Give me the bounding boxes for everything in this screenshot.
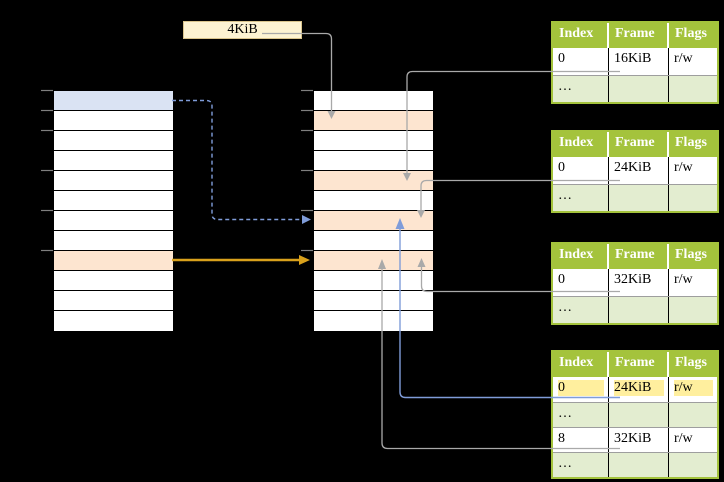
table-cell: 24KiB	[609, 377, 669, 402]
table-cell: 8	[553, 428, 609, 452]
header-cell: Index	[553, 352, 609, 377]
highlighted-value: 24KiB	[614, 380, 664, 396]
frame-table-row: …	[553, 296, 717, 323]
header-cell: Flags	[675, 355, 707, 370]
table-cell: …	[553, 403, 609, 427]
frame-table-row: …	[553, 402, 717, 427]
table-cell	[669, 297, 717, 323]
page-table-entry-white	[314, 191, 433, 211]
table-cell: 0	[553, 157, 609, 184]
table-cell	[609, 76, 669, 102]
frame-table-row: …	[553, 452, 717, 477]
frame-table-row: …	[553, 184, 717, 211]
page-size-label: 4KiB	[183, 21, 302, 39]
table-cell: 16KiB	[609, 48, 669, 75]
page-table-entry-white	[314, 291, 433, 311]
page-table-entry-white	[54, 291, 173, 311]
connector-dashed-blue-arrow	[172, 99, 311, 224]
frame-table-row: 0 24KiB r/w	[553, 377, 717, 402]
page-table-entry-white	[54, 111, 173, 131]
table-cell: r/w	[669, 377, 717, 402]
table-cell: 0	[553, 269, 609, 296]
page-table-entry-orange	[314, 211, 433, 231]
page-table-entry-orange	[314, 111, 433, 131]
table-cell	[609, 403, 669, 427]
table-cell: r/w	[674, 272, 693, 287]
header-cell: Flags	[675, 135, 707, 150]
header-cell: Index	[553, 23, 609, 48]
table-cell	[669, 76, 717, 102]
table-cell	[669, 185, 717, 211]
table-cell	[669, 403, 717, 427]
table-cell	[669, 453, 717, 477]
page-table-entry-white	[54, 271, 173, 291]
page-table-entry-orange	[314, 171, 433, 191]
connector-orange-arrow	[172, 255, 310, 265]
header-cell: Frame	[609, 352, 669, 377]
table-cell: 32KiB	[609, 269, 669, 296]
table-cell: r/w	[674, 160, 693, 175]
page-table-entry-white	[314, 271, 433, 291]
table-cell: …	[553, 297, 609, 323]
page-table-entry-orange	[314, 251, 433, 271]
page-table-entry-white	[54, 211, 173, 231]
table-cell	[609, 297, 669, 323]
highlighted-value: r/w	[674, 380, 713, 396]
page-table-entry-white	[314, 231, 433, 251]
table-cell: …	[553, 76, 609, 102]
table-cell: …	[553, 185, 609, 211]
table-cell: …	[553, 453, 609, 477]
page-table-entry-white	[54, 191, 173, 211]
page-table-level2-column	[53, 90, 174, 332]
table-cell: r/w	[674, 431, 693, 446]
table-cell: 0	[553, 48, 609, 75]
header-cell: Flags	[675, 247, 707, 262]
page-table-entry-white	[54, 151, 173, 171]
table-cell: 24KiB	[609, 157, 669, 184]
page-table-entry-white	[54, 231, 173, 251]
header-cell: Index	[553, 244, 609, 269]
header-cell: Index	[553, 132, 609, 157]
page-table-entry-white	[54, 311, 173, 331]
header-cell: Flags	[675, 26, 707, 41]
header-cell: Frame	[609, 132, 669, 157]
page-table-entry-white	[54, 171, 173, 191]
table-cell: r/w	[674, 51, 693, 66]
page-table-entry-blue	[54, 91, 173, 111]
table-cell: 32KiB	[609, 428, 669, 452]
table-cell: 0	[553, 377, 609, 402]
page-table-entry-white	[314, 131, 433, 151]
page-table-entry-white	[54, 131, 173, 151]
header-cell: Frame	[609, 244, 669, 269]
highlighted-value: 0	[558, 380, 604, 396]
table-cell	[609, 453, 669, 477]
frame-table-row: …	[553, 75, 717, 102]
page-table-entry-white	[314, 151, 433, 171]
table-cell	[609, 185, 669, 211]
header-cell: Frame	[609, 23, 669, 48]
page-table-entry-orange	[54, 251, 173, 271]
page-table-level1-column	[313, 90, 434, 332]
page-table-entry-white	[314, 311, 433, 331]
page-table-entry-white	[314, 91, 433, 111]
